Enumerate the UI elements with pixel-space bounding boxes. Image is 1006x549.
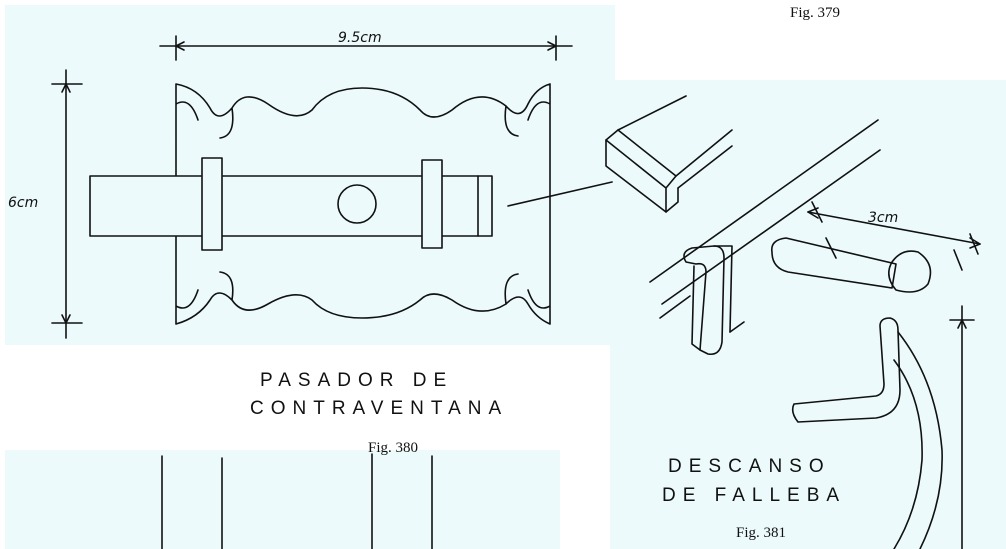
left-staple (201, 157, 223, 251)
length-dimension-label: 3cm (868, 210, 898, 226)
height-dimension-line (51, 69, 83, 339)
right-staple (421, 159, 443, 249)
u-bracket (683, 245, 725, 356)
bolt-knob (337, 184, 377, 224)
detail-leader-line (507, 181, 613, 207)
height-dimension-label: 6cm (8, 195, 38, 211)
panel-lower-left (5, 450, 560, 549)
lower-drawing-fragment (161, 453, 433, 549)
bent-hook (791, 317, 901, 423)
pin-knob (888, 250, 932, 293)
descanso-drawing: 3cm (649, 119, 981, 549)
pasador-title-line2: CONTRAVENTANA (250, 398, 509, 419)
pasador-drawing: 9.5cm 6cm (8, 30, 613, 339)
descanso-title-line1: DESCANSO (668, 456, 831, 477)
pin-body (770, 237, 897, 289)
descanso-title-line2: DE FALLEBA (662, 485, 847, 506)
width-dimension-label: 9.5cm (338, 30, 382, 46)
panel-descanso (610, 80, 1006, 549)
fig-380-number: Fig. 380 (368, 440, 419, 456)
fig-379-number: Fig. 379 (790, 5, 841, 21)
keeper-detail-drawing (605, 95, 733, 213)
fig-381-number: Fig. 381 (736, 525, 787, 541)
pasador-title-line1: PASADOR DE (260, 370, 454, 391)
panel-pasador (5, 5, 615, 345)
width-dimension-line (159, 35, 573, 61)
